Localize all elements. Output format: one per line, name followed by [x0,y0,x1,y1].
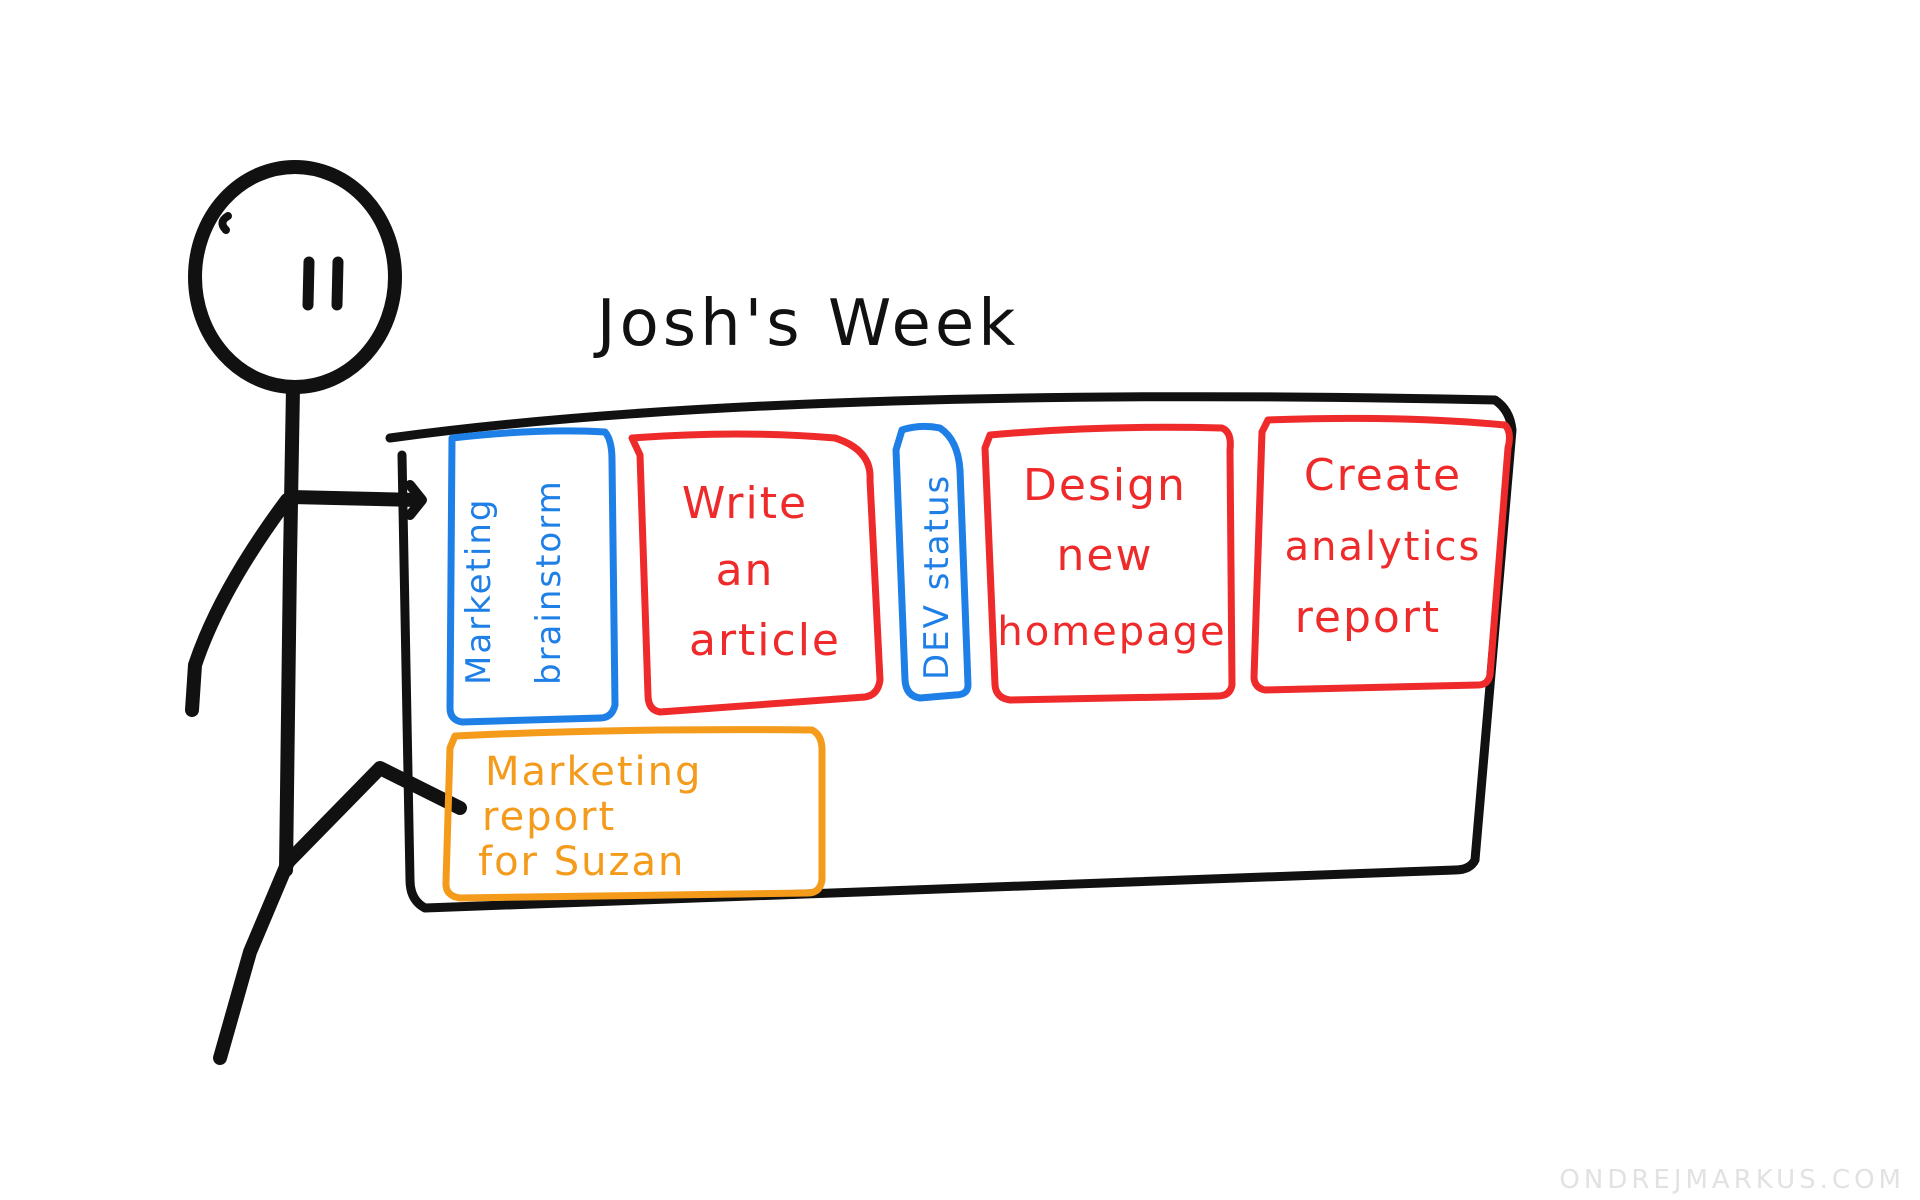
task-line: Design [1023,460,1187,511]
week-board [385,392,1517,913]
task-line: article [689,615,841,666]
task-line: new [1057,530,1154,581]
task-line: Marketing [459,498,499,685]
task-line: report [482,794,616,840]
card-text-analytics-report: Create analytics report [1285,450,1482,643]
figure-leg-raised [281,761,467,869]
task-line: Create [1304,450,1462,501]
task-line: Marketing [485,749,702,795]
task-line: for Suzan [478,839,685,885]
task-card-marketing-brainstorm [446,427,619,726]
figure-head [188,160,402,394]
figure-body [279,381,300,877]
task-line: homepage [997,609,1226,655]
task-card-design-homepage [981,423,1236,704]
card-text-write-article: Write an article [682,478,841,666]
task-line: Write [682,478,808,529]
figure-eye-right [331,256,344,311]
figure-hand [405,480,427,520]
stick-figure [185,160,467,1065]
card-text-design-homepage: Design new homepage [997,460,1226,655]
task-card-write-article [628,430,884,716]
task-cards [442,414,1513,902]
task-line: brainstorm [529,479,569,685]
figure-leg-standing [213,855,295,1065]
figure-arm-left [185,493,294,717]
task-card-marketing-report [442,726,826,902]
task-line: analytics [1285,524,1482,570]
task-line: DEV status [917,474,957,680]
figure-eye-left [302,256,315,311]
figure-ear [218,212,232,234]
figure-arm-right [284,490,425,507]
task-line: an [716,545,775,596]
task-card-analytics-report [1250,414,1513,694]
card-text-marketing-brainstorm: Marketing brainstorm [459,479,569,685]
card-text-dev-status: DEV status [917,474,957,680]
task-card-dev-status [892,422,972,702]
task-line: report [1295,592,1441,643]
watermark: ONDREJMARKUS.COM [1559,1165,1905,1195]
card-text-marketing-report: Marketing report for Suzan [478,749,702,885]
week-title: Josh's Week [593,287,1020,361]
